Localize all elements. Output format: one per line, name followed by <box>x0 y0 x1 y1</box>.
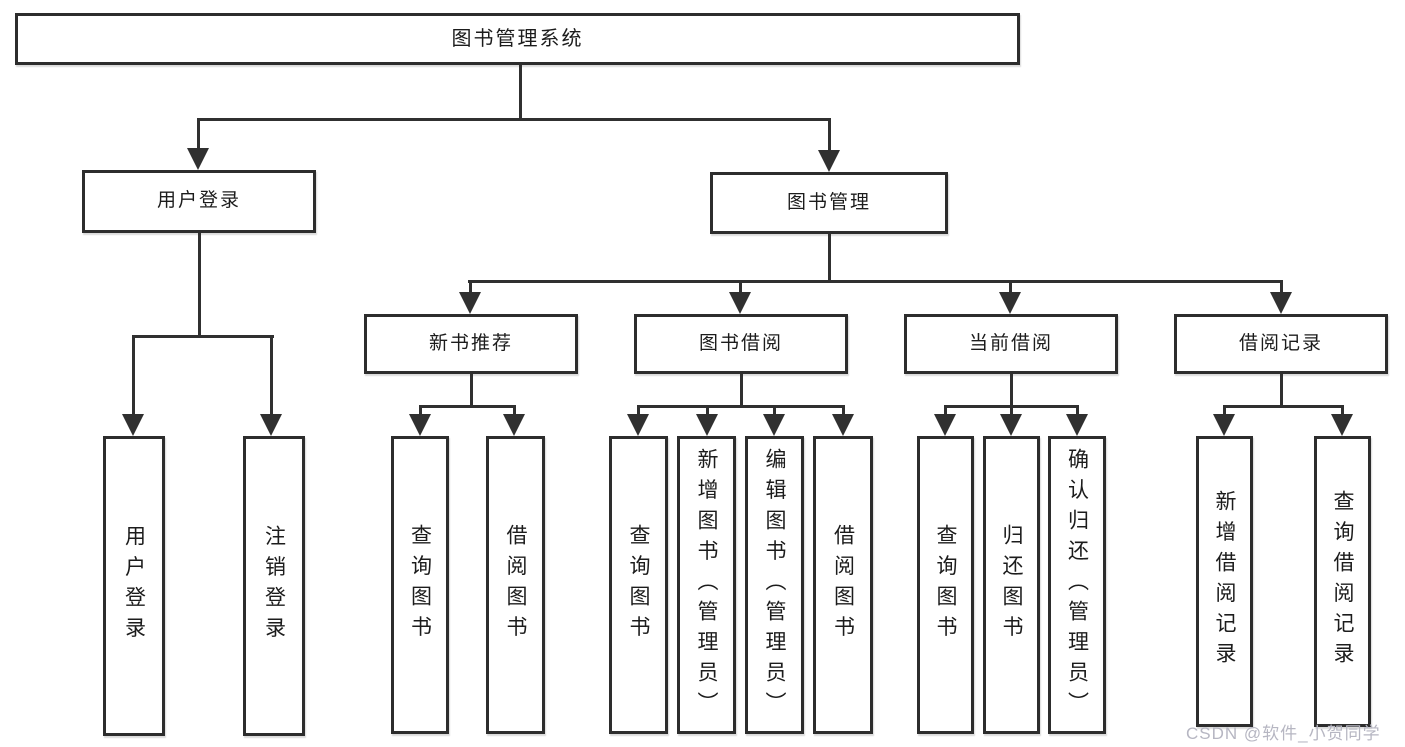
node-book-borrow: 图书借阅 <box>634 314 848 374</box>
connector-line <box>944 405 947 416</box>
arrowhead-icon <box>627 414 649 436</box>
arrowhead-icon <box>122 414 144 436</box>
node-add-borrow-record-label: 新增借阅记录 <box>1213 490 1236 673</box>
connector-line <box>1341 405 1344 416</box>
connector-line <box>637 405 845 408</box>
arrowhead-icon <box>818 150 840 172</box>
connector-line <box>1280 280 1283 296</box>
node-user-login-leaf-label: 用户登录 <box>122 525 146 647</box>
node-borrow-books-2: 借阅图书 <box>813 436 873 734</box>
node-book-management: 图书管理 <box>710 172 948 234</box>
connector-line <box>197 118 200 150</box>
node-borrow-records: 借阅记录 <box>1174 314 1388 374</box>
node-confirm-return-admin: 确认归还（管理员） <box>1048 436 1106 734</box>
connector-line <box>828 234 831 280</box>
connector-line <box>828 118 831 152</box>
connector-line <box>270 335 273 416</box>
node-return-book: 归还图书 <box>983 436 1040 734</box>
arrowhead-icon <box>260 414 282 436</box>
node-logout: 注销登录 <box>243 436 305 736</box>
connector-line <box>132 335 135 416</box>
arrowhead-icon <box>1331 414 1353 436</box>
node-query-books-3-label: 查询图书 <box>934 524 957 646</box>
connector-line <box>197 118 831 121</box>
connector-line <box>1280 374 1283 407</box>
arrowhead-icon <box>934 414 956 436</box>
connector-line <box>132 335 274 338</box>
node-current-borrow: 当前借阅 <box>904 314 1118 374</box>
csdn-watermark: CSDN @软件_小贺同学 <box>1186 724 1381 743</box>
connector-line <box>1223 405 1344 408</box>
connector-line <box>198 233 201 335</box>
node-query-books-2: 查询图书 <box>609 436 668 734</box>
node-user-login-label: 用户登录 <box>156 190 241 212</box>
node-query-borrow-record: 查询借阅记录 <box>1314 436 1371 727</box>
node-confirm-return-admin-label: 确认归还（管理员） <box>1065 447 1089 723</box>
arrowhead-icon <box>1213 414 1235 436</box>
connector-line <box>1076 405 1079 416</box>
connector-line <box>1223 405 1226 416</box>
connector-line <box>1010 374 1013 407</box>
connector-line <box>740 374 743 407</box>
node-root: 图书管理系统 <box>15 13 1020 65</box>
node-borrow-records-label: 借阅记录 <box>1238 332 1323 354</box>
node-add-borrow-record: 新增借阅记录 <box>1196 436 1253 727</box>
connector-line <box>1010 405 1013 416</box>
arrowhead-icon <box>763 414 785 436</box>
node-borrow-books-1-label: 借阅图书 <box>504 524 527 646</box>
connector-line <box>513 405 516 416</box>
connector-line <box>1009 280 1012 296</box>
node-root-label: 图书管理系统 <box>451 28 584 50</box>
node-query-books-3: 查询图书 <box>917 436 974 734</box>
node-query-borrow-record-label: 查询借阅记录 <box>1331 490 1354 673</box>
connector-line <box>637 405 640 416</box>
node-new-book-recommend: 新书推荐 <box>364 314 578 374</box>
node-current-borrow-label: 当前借阅 <box>968 332 1053 354</box>
connector-line <box>519 65 522 118</box>
arrowhead-icon <box>999 292 1021 314</box>
connector-line <box>419 405 516 408</box>
node-book-management-label: 图书管理 <box>786 191 871 213</box>
arrowhead-icon <box>729 292 751 314</box>
node-user-login: 用户登录 <box>82 170 316 233</box>
connector-line <box>469 280 472 296</box>
node-query-books-1-label: 查询图书 <box>408 524 432 646</box>
arrowhead-icon <box>459 292 481 314</box>
node-query-books-2-label: 查询图书 <box>627 524 650 646</box>
connector-line <box>773 405 776 416</box>
node-borrow-books-1: 借阅图书 <box>486 436 545 734</box>
node-add-book-admin-label: 新增图书（管理员） <box>695 447 718 723</box>
connector-line <box>419 405 422 416</box>
arrowhead-icon <box>696 414 718 436</box>
node-return-book-label: 归还图书 <box>1000 524 1023 646</box>
node-user-login-leaf: 用户登录 <box>103 436 165 736</box>
node-query-books-1: 查询图书 <box>391 436 449 734</box>
node-borrow-books-2-label: 借阅图书 <box>831 524 855 646</box>
arrowhead-icon <box>187 148 209 170</box>
connector-line <box>468 280 1283 283</box>
connector-line <box>470 374 473 407</box>
arrowhead-icon <box>503 414 525 436</box>
node-book-borrow-label: 图书借阅 <box>698 332 783 354</box>
arrowhead-icon <box>832 414 854 436</box>
node-edit-book-admin: 编辑图书（管理员） <box>745 436 804 734</box>
arrowhead-icon <box>409 414 431 436</box>
connector-line <box>739 280 742 296</box>
node-edit-book-admin-label: 编辑图书（管理员） <box>763 447 786 723</box>
arrowhead-icon <box>1066 414 1088 436</box>
connector-line <box>842 405 845 416</box>
node-logout-label: 注销登录 <box>262 525 286 647</box>
node-new-book-recommend-label: 新书推荐 <box>428 332 513 354</box>
connector-line <box>706 405 709 416</box>
arrowhead-icon <box>1270 292 1292 314</box>
node-add-book-admin: 新增图书（管理员） <box>677 436 736 734</box>
arrowhead-icon <box>1000 414 1022 436</box>
